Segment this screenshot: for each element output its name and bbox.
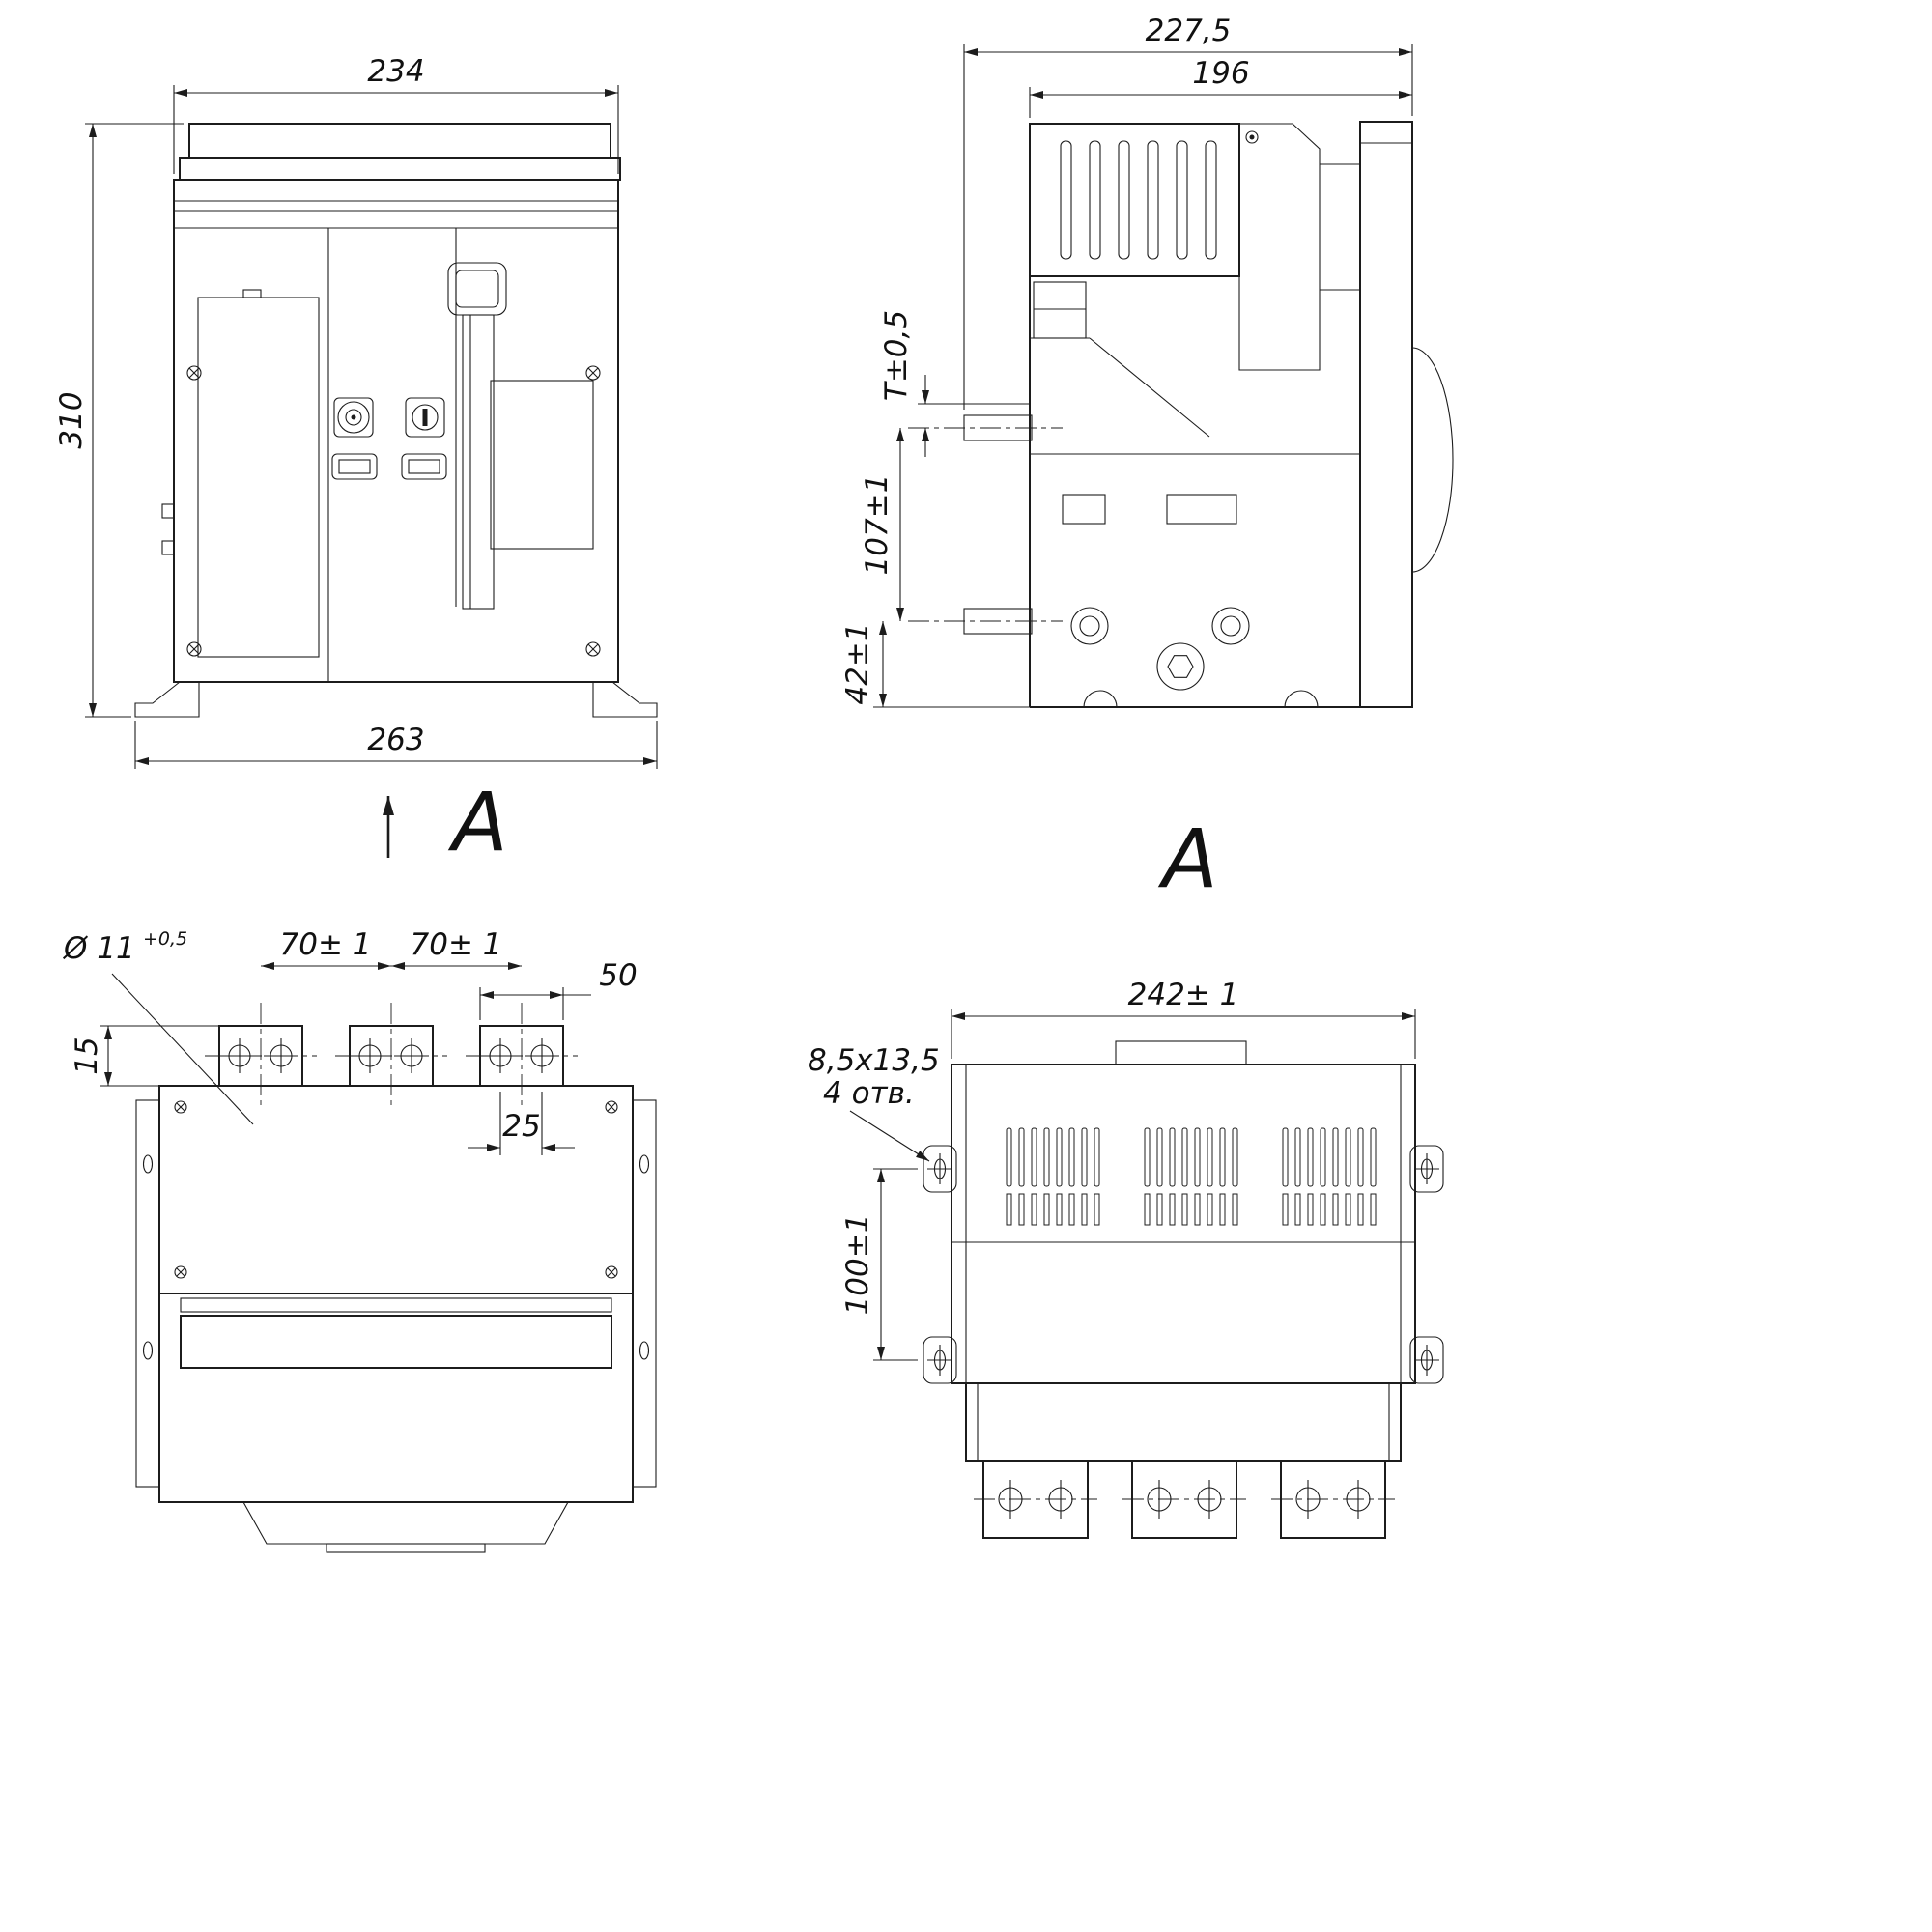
terminal-hole xyxy=(1197,1480,1222,1519)
front-dim-234: 234 xyxy=(173,54,619,174)
side-dim-196: 196 xyxy=(1029,56,1412,118)
dim-text-70-right: 70± 1 xyxy=(411,927,502,962)
note-text-slot-size: 8,5x13,5 xyxy=(808,1043,940,1078)
front-corner-screws xyxy=(186,365,601,657)
top-body xyxy=(158,1085,634,1294)
front-control-button-right xyxy=(405,397,445,438)
top-dim-50: 50 xyxy=(479,958,638,1020)
rear-terminal-pads xyxy=(974,1460,1395,1539)
top-dim-15: 15 xyxy=(70,1025,219,1087)
rear-dim-242: 242± 1 xyxy=(951,978,1416,1059)
front-operating-handle xyxy=(447,262,507,610)
top-lower-section xyxy=(158,1293,634,1553)
side-dim-227-5: 227,5 xyxy=(963,14,1413,410)
front-dim-263: 263 xyxy=(134,721,658,769)
dim-text-42: 42±1 xyxy=(840,622,875,704)
terminal-hole xyxy=(1346,1480,1371,1519)
top-dim-70-left: 70± 1 xyxy=(261,927,391,970)
side-front-panel xyxy=(1359,121,1454,708)
top-centerlines xyxy=(205,1003,578,1107)
top-dim-25: 25 xyxy=(468,1092,575,1155)
rear-body xyxy=(951,1040,1416,1384)
top-terminal-pads xyxy=(218,1025,564,1087)
terminal-hole xyxy=(353,1038,387,1073)
side-accessory-box xyxy=(1238,123,1360,371)
front-mounting-feet xyxy=(134,681,658,718)
front-name-plate xyxy=(490,380,594,550)
side-contact-blocks xyxy=(1062,494,1237,525)
dim-text-310: 310 xyxy=(54,391,89,448)
side-view-label: A xyxy=(1157,811,1217,906)
terminal-hole xyxy=(264,1038,298,1073)
terminal-hole xyxy=(483,1038,518,1073)
dim-text-196: 196 xyxy=(1192,56,1249,91)
rear-bottom-section xyxy=(965,1382,1402,1462)
top-dim-70-right: 70± 1 xyxy=(391,927,522,970)
dim-text-242: 242± 1 xyxy=(1128,978,1239,1012)
dim-text-50: 50 xyxy=(599,958,637,993)
rear-dim-100: 100±1 xyxy=(840,1168,918,1361)
terminal-hole xyxy=(222,1038,257,1073)
terminal-hole xyxy=(1147,1480,1172,1519)
front-dim-310: 310 xyxy=(54,123,184,718)
rear-view: 242± 1 100±1 8,5x13,5 4 отв. xyxy=(808,978,1444,1539)
dim-text-25: 25 xyxy=(502,1109,540,1144)
side-terminal-bars xyxy=(963,414,1033,635)
mounting-slot-hole xyxy=(1409,1336,1444,1384)
mounting-slot-hole xyxy=(1409,1145,1444,1193)
front-breaker-body xyxy=(161,179,619,683)
mounting-slot-hole xyxy=(923,1336,957,1384)
rear-vent-slots xyxy=(1003,1126,1379,1227)
side-body-outline xyxy=(1029,275,1360,708)
mounting-slot-hole xyxy=(923,1145,957,1193)
front-view: 234 310 263 A xyxy=(54,54,658,869)
rear-slot-note: 8,5x13,5 4 отв. xyxy=(808,1043,940,1162)
dim-text-263: 263 xyxy=(367,723,424,757)
view-arrow-label: A xyxy=(447,775,507,869)
side-vent-grille xyxy=(1029,123,1240,277)
terminal-hole xyxy=(394,1038,429,1073)
dim-text-hole-dia-tol: +0,5 xyxy=(143,928,187,950)
side-dim-42: 42±1 xyxy=(840,621,1030,708)
terminal-hole xyxy=(998,1480,1023,1519)
side-terminal-bolts xyxy=(1070,607,1250,691)
side-dim-t: T±0,5 xyxy=(879,310,1030,457)
pole-shaft-bulge xyxy=(1411,347,1454,573)
side-centerlines xyxy=(908,427,1063,622)
dim-text-107: 107±1 xyxy=(860,474,895,576)
dim-text-hole-dia: Ø 11 xyxy=(62,931,135,966)
front-cover-panel xyxy=(197,289,320,658)
note-text-slot-qty: 4 отв. xyxy=(823,1076,915,1111)
rear-mounting-ears xyxy=(923,1145,1444,1384)
dim-text-t: T±0,5 xyxy=(879,310,914,401)
top-view: 70± 1 70± 1 50 Ø 11 +0,5 15 xyxy=(62,927,657,1553)
view-direction-arrow: A xyxy=(383,775,508,869)
top-dim-hole-dia: Ø 11 +0,5 xyxy=(62,928,254,1125)
dim-text-234: 234 xyxy=(367,54,424,89)
terminal-hole xyxy=(525,1038,559,1073)
terminal-hole xyxy=(1048,1480,1073,1519)
side-dim-107: 107±1 xyxy=(860,428,904,621)
front-terminal-strip xyxy=(179,123,621,181)
dim-text-227-5: 227,5 xyxy=(1146,14,1232,48)
front-control-button-left xyxy=(333,397,374,438)
terminal-hole xyxy=(1295,1480,1321,1519)
dim-text-15: 15 xyxy=(70,1037,104,1074)
front-indicator-windows xyxy=(331,453,447,480)
dim-text-100: 100±1 xyxy=(840,1214,875,1316)
dim-text-70-left: 70± 1 xyxy=(280,927,372,962)
side-view: 227,5 196 T±0,5 107±1 42±1 A xyxy=(840,14,1454,906)
